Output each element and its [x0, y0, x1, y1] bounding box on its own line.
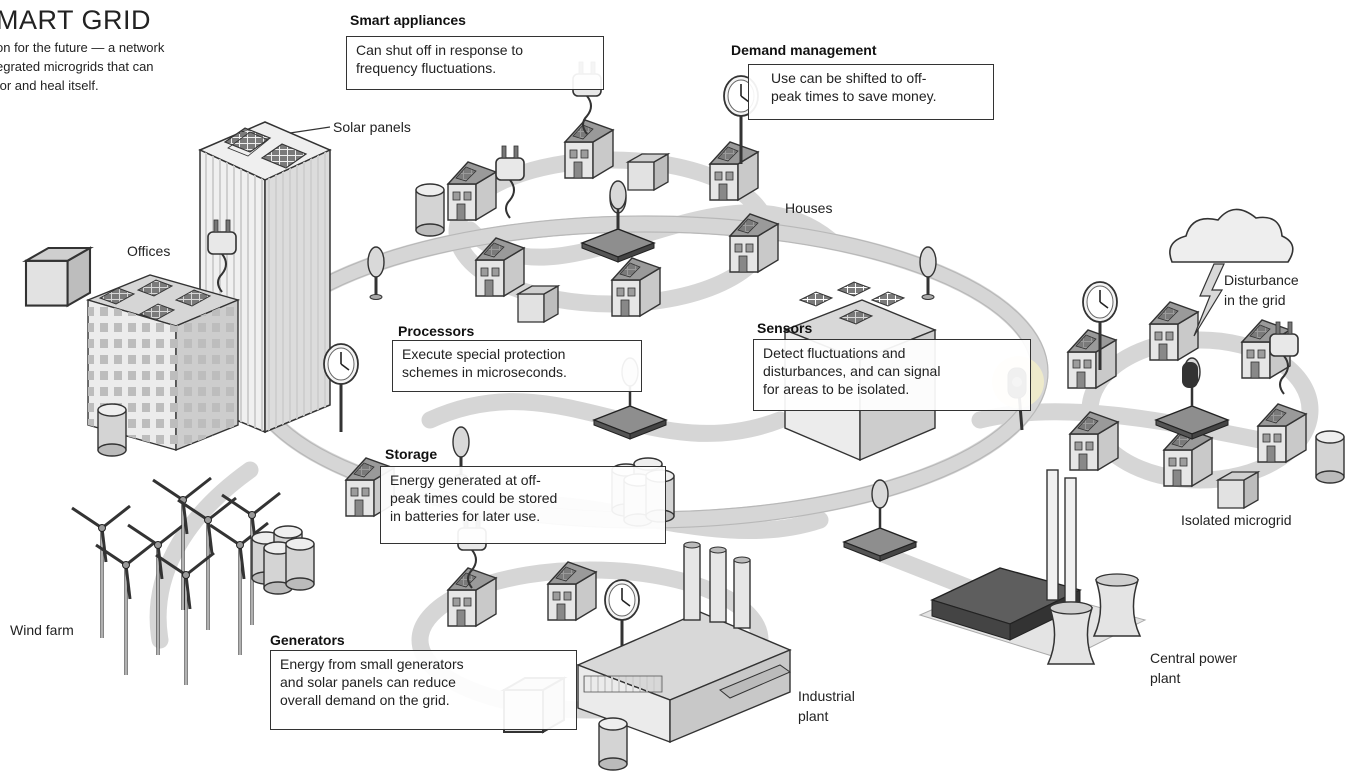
cooling-tower-icon [1046, 573, 1142, 665]
processors-title: Processors [398, 323, 475, 339]
sensor-pin-icon [918, 245, 938, 301]
wind-turbine-icon [70, 504, 132, 640]
isolated-microgrid [1067, 280, 1345, 509]
wind-turbine-icon [94, 541, 156, 677]
sensors-callout: Detect fluctuations and disturbances, an… [753, 339, 1031, 411]
wind-farm [70, 476, 282, 687]
smart-appliances-callout: Can shut off in response to frequency fl… [346, 36, 604, 90]
header: MART GRID on for the future — a network … [0, 4, 236, 95]
offices-label: Offices [127, 243, 171, 259]
processors-callout: Execute special protection schemes in mi… [392, 340, 642, 392]
demand-management-callout: Use can be shifted to off- peak times to… [748, 64, 994, 120]
generators-title: Generators [270, 632, 345, 648]
lightning-icon [1193, 263, 1225, 337]
central-power-plant [918, 469, 1147, 665]
houses-label: Houses [785, 200, 833, 216]
central-power-plant-label: Central power plant [1150, 650, 1238, 686]
battery-tank-icon [97, 403, 127, 457]
page-title: MART GRID [0, 5, 152, 35]
sensor-pin-icon [366, 245, 386, 301]
intro-text: on for the future — a network egrated mi… [0, 40, 165, 93]
disturbance-label: Disturbance in the grid [1224, 272, 1299, 308]
solar-panel-icon [223, 127, 308, 169]
smart-appliances-title: Smart appliances [350, 12, 466, 28]
demand-management-title: Demand management [731, 42, 877, 58]
battery-tank-icon [252, 526, 314, 594]
generators-callout: Energy from small generators and solar p… [270, 650, 577, 730]
cloud-icon [1169, 208, 1294, 263]
industrial-plant-label: Industrial plant [798, 688, 855, 724]
storage-callout: Energy generated at off- peak times coul… [380, 466, 666, 544]
isolated-microgrid-label: Isolated microgrid [1181, 512, 1292, 528]
storage-title: Storage [385, 446, 438, 462]
solar-panels-label: Solar panels [333, 119, 411, 135]
wind-farm-label: Wind farm [10, 622, 74, 638]
sensors-title: Sensors [757, 320, 813, 336]
industrial-plant [576, 541, 792, 744]
generator-shed [24, 246, 92, 307]
